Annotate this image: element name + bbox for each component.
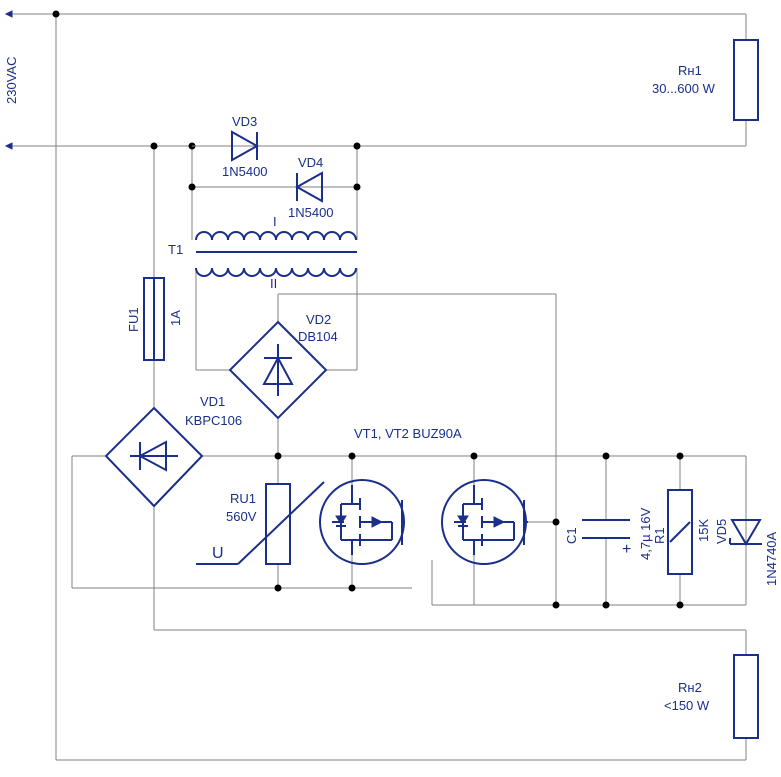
t1-transformer xyxy=(195,231,357,277)
junctions xyxy=(52,10,684,609)
r1-resistor xyxy=(667,489,693,575)
vd1-part: KBPC106 xyxy=(185,413,242,428)
supply-terminals xyxy=(4,10,13,150)
vd4-diode xyxy=(294,171,323,203)
t1-label: T1 xyxy=(168,242,183,257)
vt2-mosfet xyxy=(441,479,528,565)
rh1-resistor xyxy=(733,39,759,121)
vd2-name: VD2 xyxy=(306,312,331,327)
vd5-zener xyxy=(729,519,762,546)
fu1-value: 1A xyxy=(168,310,183,326)
vt1-mosfet xyxy=(319,479,405,565)
rh1-name: Rн1 xyxy=(678,63,702,78)
vd5-name: VD5 xyxy=(714,519,729,544)
vd4-part: 1N5400 xyxy=(288,205,334,220)
vd4-name: VD4 xyxy=(298,155,323,170)
fu1-fuse xyxy=(143,277,165,361)
c1-value: 4,7µ 16V xyxy=(638,507,653,560)
fu1-name: FU1 xyxy=(126,307,141,332)
rh2-value: <150 W xyxy=(664,698,710,713)
winding-2-label: II xyxy=(270,276,277,291)
vd5-part: 1N4740A xyxy=(764,531,779,586)
ru1-varistor xyxy=(196,481,325,565)
c1-name: C1 xyxy=(564,527,579,544)
ru1-name: RU1 xyxy=(230,491,256,506)
rh2-resistor xyxy=(733,654,759,739)
vd2-part: DB104 xyxy=(298,329,338,344)
r1-name: R1 xyxy=(652,527,667,544)
vd1-bridge xyxy=(104,406,204,508)
vt-label: VT1, VT2 BUZ90A xyxy=(354,426,462,441)
r1-value: 15K xyxy=(696,519,711,542)
winding-1-label: I xyxy=(273,214,277,229)
c1-capacitor xyxy=(582,519,630,539)
u-label: U xyxy=(212,545,224,562)
wires xyxy=(10,13,747,761)
vd3-diode xyxy=(192,130,260,162)
vd3-part: 1N5400 xyxy=(222,164,268,179)
c1-plus: + xyxy=(622,541,631,558)
rh1-value: 30...600 W xyxy=(652,81,716,96)
vd1-name: VD1 xyxy=(200,394,225,409)
rh2-name: Rн2 xyxy=(678,680,702,695)
vd2-bridge xyxy=(228,320,328,420)
ru1-value: 560V xyxy=(226,509,257,524)
vd3-name: VD3 xyxy=(232,114,257,129)
supply-label: 230VAC xyxy=(4,57,19,104)
